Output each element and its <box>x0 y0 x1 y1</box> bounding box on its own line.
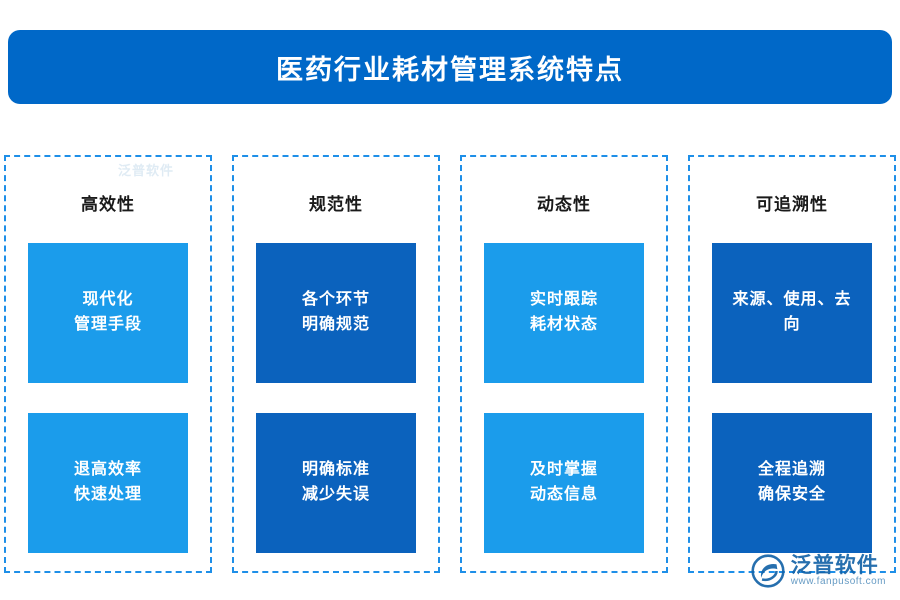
feature-line: 明确标准 <box>301 461 370 479</box>
feature-line: 实时跟踪 <box>529 291 598 309</box>
logo-text: 泛普软件 www.fanpusoft.com <box>790 553 886 588</box>
logo-url: www.fanpusoft.com <box>790 575 886 587</box>
column-kezhuisuxing: 可追溯性 来源、使用、去 向 全程追溯 确保安全 <box>688 155 896 573</box>
feature-line: 各个环节 <box>301 291 370 309</box>
column-dongtaixing: 动态性 实时跟踪 耗材状态 及时掌握 动态信息 <box>460 155 668 573</box>
feature-box: 实时跟踪 耗材状态 <box>484 243 644 383</box>
feature-line: 减少失误 <box>301 486 370 503</box>
feature-line: 快速处理 <box>73 486 142 503</box>
feature-box: 明确标准 减少失误 <box>256 413 416 553</box>
feature-box: 来源、使用、去 向 <box>712 243 872 383</box>
swoosh-icon <box>751 554 785 588</box>
feature-box: 退高效率 快速处理 <box>28 413 188 553</box>
column-group: 高效性 现代化 管理手段 退高效率 快速处理 规范性 各个环节 明确规范 明确标… <box>4 155 896 573</box>
feature-box: 各个环节 明确规范 <box>256 243 416 383</box>
feature-line: 向 <box>783 316 801 333</box>
feature-line: 耗材状态 <box>529 316 598 333</box>
column-gaoxiaoxing: 高效性 现代化 管理手段 退高效率 快速处理 <box>4 155 212 573</box>
feature-line: 动态信息 <box>529 486 598 503</box>
feature-line: 明确规范 <box>301 316 370 333</box>
feature-box: 全程追溯 确保安全 <box>712 413 872 553</box>
feature-line: 现代化 <box>82 291 134 309</box>
feature-line: 退高效率 <box>73 461 142 479</box>
column-header: 高效性 <box>81 195 135 214</box>
feature-line: 及时掌握 <box>529 461 598 479</box>
feature-box: 及时掌握 动态信息 <box>484 413 644 553</box>
feature-line: 管理手段 <box>73 316 142 333</box>
column-header: 规范性 <box>309 195 363 214</box>
feature-line: 来源、使用、去 <box>732 291 852 309</box>
page-title: 医药行业耗材管理系统特点 <box>276 54 624 85</box>
brand-logo: 泛普软件 www.fanpusoft.com <box>751 554 886 588</box>
column-header: 动态性 <box>537 195 591 214</box>
logo-name: 泛普软件 <box>790 553 879 577</box>
feature-box: 现代化 管理手段 <box>28 243 188 383</box>
title-banner: 医药行业耗材管理系统特点 <box>8 30 892 104</box>
feature-line: 全程追溯 <box>757 461 826 479</box>
feature-line: 确保安全 <box>757 486 826 503</box>
column-header: 可追溯性 <box>756 195 828 214</box>
column-guifanxing: 规范性 各个环节 明确规范 明确标准 减少失误 <box>232 155 440 573</box>
